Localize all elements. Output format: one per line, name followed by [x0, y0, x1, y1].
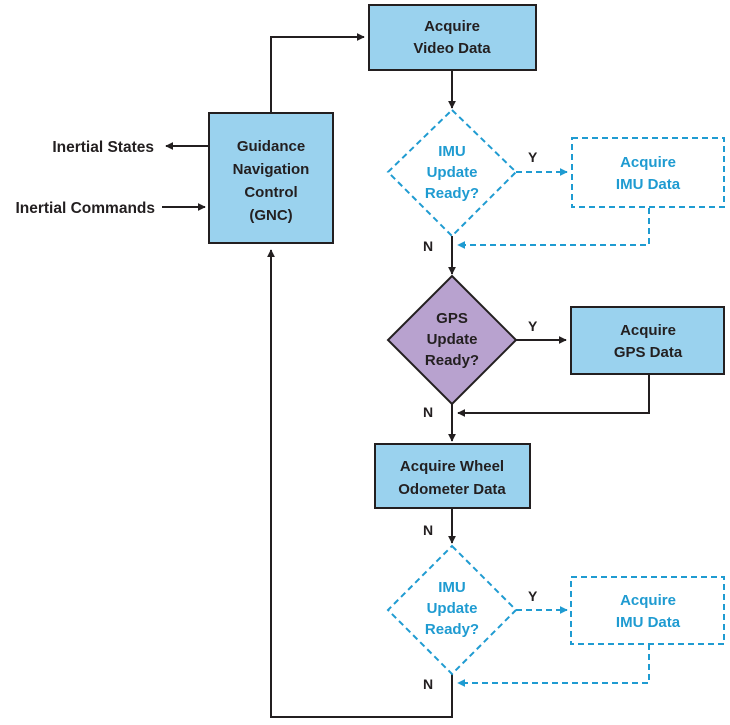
imu1-label-1: IMU: [438, 143, 466, 160]
imu2-no-label: N: [423, 676, 433, 692]
imu2-label-1: IMU: [438, 579, 466, 596]
imu1-yes-label: Y: [528, 149, 538, 165]
gpsbox-label-1: Acquire: [620, 322, 676, 339]
gpsbox-label-2: GPS Data: [614, 344, 683, 361]
gps-yes-label: Y: [528, 318, 538, 334]
gps-label-3: Ready?: [425, 352, 479, 369]
gnc-label-3: Control: [244, 184, 297, 201]
imu-decision-1: IMU Update Ready?: [386, 108, 518, 238]
gps-no-label: N: [423, 404, 433, 420]
imubox1-label-2: IMU Data: [616, 176, 681, 193]
connector-loop-back: [267, 249, 453, 718]
gnc-label-2: Navigation: [233, 161, 310, 178]
imu2-label-3: Ready?: [425, 621, 479, 638]
gnc-label-4: (GNC): [249, 207, 292, 224]
gps-label-2: Update: [427, 331, 478, 348]
video-label-1: Acquire: [424, 18, 480, 35]
imu1-label-2: Update: [427, 164, 478, 181]
connector-imubox2-return: [457, 644, 650, 687]
imu2-yes-label: Y: [528, 588, 538, 604]
connector-imubox1-return: [457, 208, 650, 249]
wheel-odometer-box: Acquire Wheel Odometer Data: [374, 443, 531, 509]
gps-decision: GPS Update Ready?: [386, 274, 518, 406]
inertial-states-label: Inertial States: [52, 139, 154, 156]
imu1-label-3: Ready?: [425, 185, 479, 202]
gps-label-1: GPS: [436, 310, 468, 327]
imu-box-2: Acquire IMU Data: [570, 576, 725, 645]
gnc-box: Guidance Navigation Control (GNC): [208, 112, 334, 244]
imu-box-1: Acquire IMU Data: [571, 137, 725, 208]
wheel-label-2: Odometer Data: [398, 481, 506, 498]
connector-gnc-to-video: [270, 33, 365, 113]
imubox2-label-1: Acquire: [620, 592, 676, 609]
imu-decision-2: IMU Update Ready?: [386, 544, 518, 676]
imubox1-label-1: Acquire: [620, 154, 676, 171]
wheel-label-1: Acquire Wheel: [400, 458, 504, 475]
video-box: Acquire Video Data: [368, 4, 537, 71]
connector-gpsbox-return: [457, 374, 650, 417]
wheel-no-label: N: [423, 522, 433, 538]
video-label-2: Video Data: [413, 40, 491, 57]
imubox2-label-2: IMU Data: [616, 614, 681, 631]
inertial-commands-label: Inertial Commands: [15, 200, 155, 217]
gnc-label-1: Guidance: [237, 138, 305, 155]
imu2-label-2: Update: [427, 600, 478, 617]
gps-box: Acquire GPS Data: [570, 306, 725, 375]
imu1-no-label: N: [423, 238, 433, 254]
